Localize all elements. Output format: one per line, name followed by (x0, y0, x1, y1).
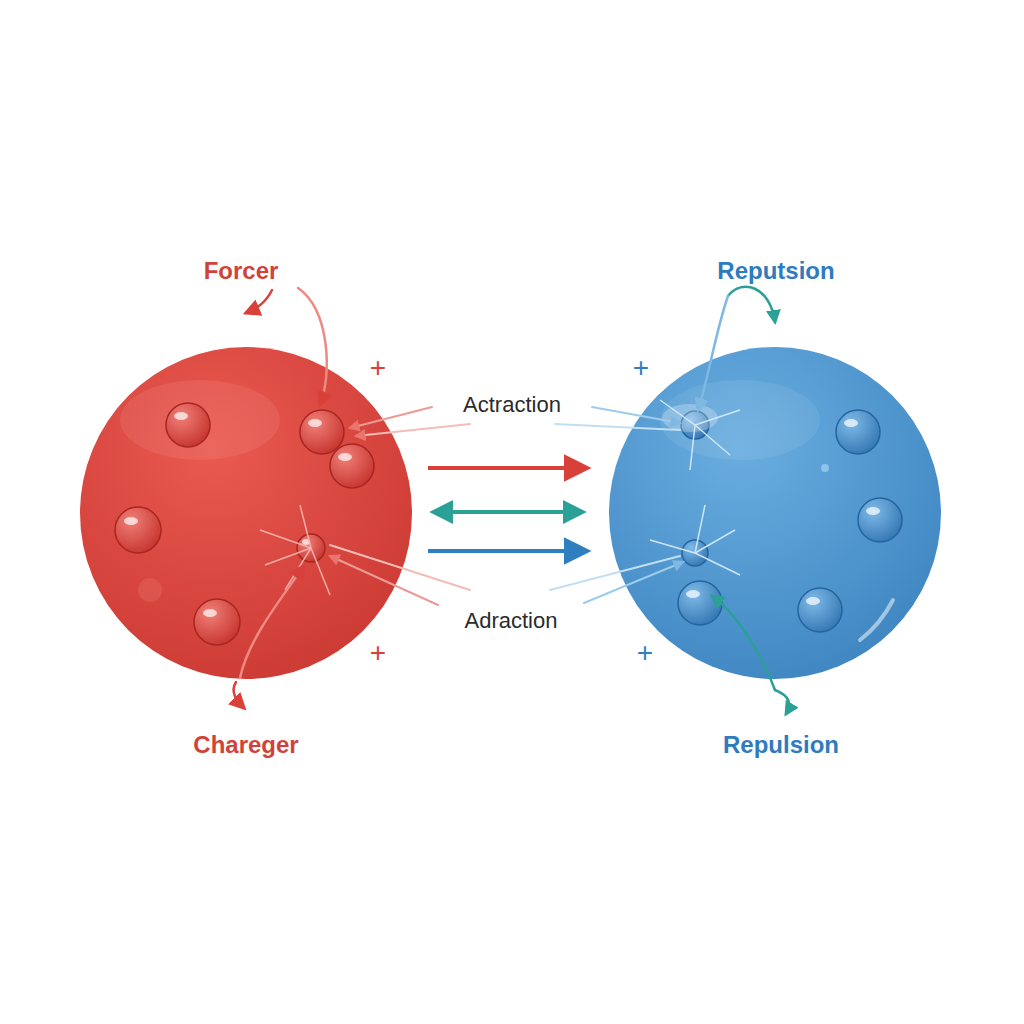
force-arrows (428, 468, 586, 551)
red-particles (115, 403, 374, 645)
force-label: Adraction (465, 608, 558, 633)
callout-label: Reputsion (717, 257, 834, 285)
callout-label: Repulsion (723, 731, 839, 759)
blue-burst (650, 400, 740, 575)
blue-particles (678, 410, 902, 632)
callout-arrows (234, 287, 790, 714)
blue-sphere (609, 347, 941, 679)
charge-sign: + (370, 637, 386, 669)
callout-label: Forcer (204, 257, 279, 285)
charge-sign: + (370, 352, 386, 384)
callout-label: Chareger (193, 731, 298, 759)
red-burst (260, 505, 330, 595)
force-label: Actraction (463, 392, 561, 417)
charge-sign: + (637, 637, 653, 669)
red-sphere (80, 347, 412, 679)
charge-sign: + (633, 352, 649, 384)
attraction-leaders (330, 407, 683, 605)
